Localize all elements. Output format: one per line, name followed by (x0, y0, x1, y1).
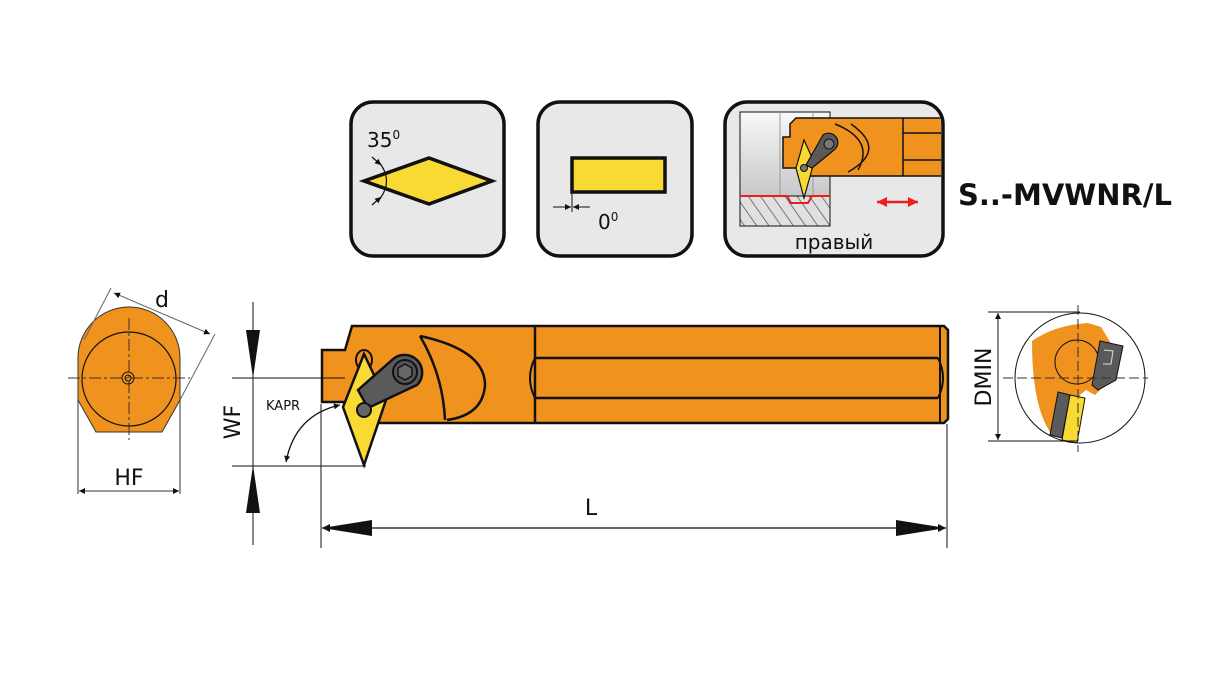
end-view-right: DMIN (972, 305, 1148, 452)
dimension-wf: WF KAPR (221, 302, 366, 545)
insert-angle-label: 350 (367, 128, 400, 152)
dimension-hf-label: HF (114, 466, 143, 491)
dimension-d-label: d (155, 288, 169, 313)
direction-label: правый (795, 230, 874, 254)
end-view-left: d HF (68, 287, 216, 494)
insert-side-view-icon (570, 156, 667, 194)
kapr-label: KAPR (266, 399, 300, 414)
product-title: S..-MVWNR/L (958, 178, 1172, 212)
dimension-dmin-label: DMIN (972, 348, 997, 407)
dimension-l: L (320, 404, 948, 548)
dimension-wf-label: WF (221, 405, 246, 439)
dimension-l-label: L (585, 496, 598, 521)
direction-panel: правый (723, 100, 945, 258)
rhombic-insert-icon (358, 156, 498, 206)
insert-angle-panel: 350 (349, 100, 506, 258)
clearance-angle-panel: 00 (536, 100, 694, 258)
clearance-angle-label: 00 (598, 210, 618, 234)
tool-holder-side-view (320, 324, 950, 469)
